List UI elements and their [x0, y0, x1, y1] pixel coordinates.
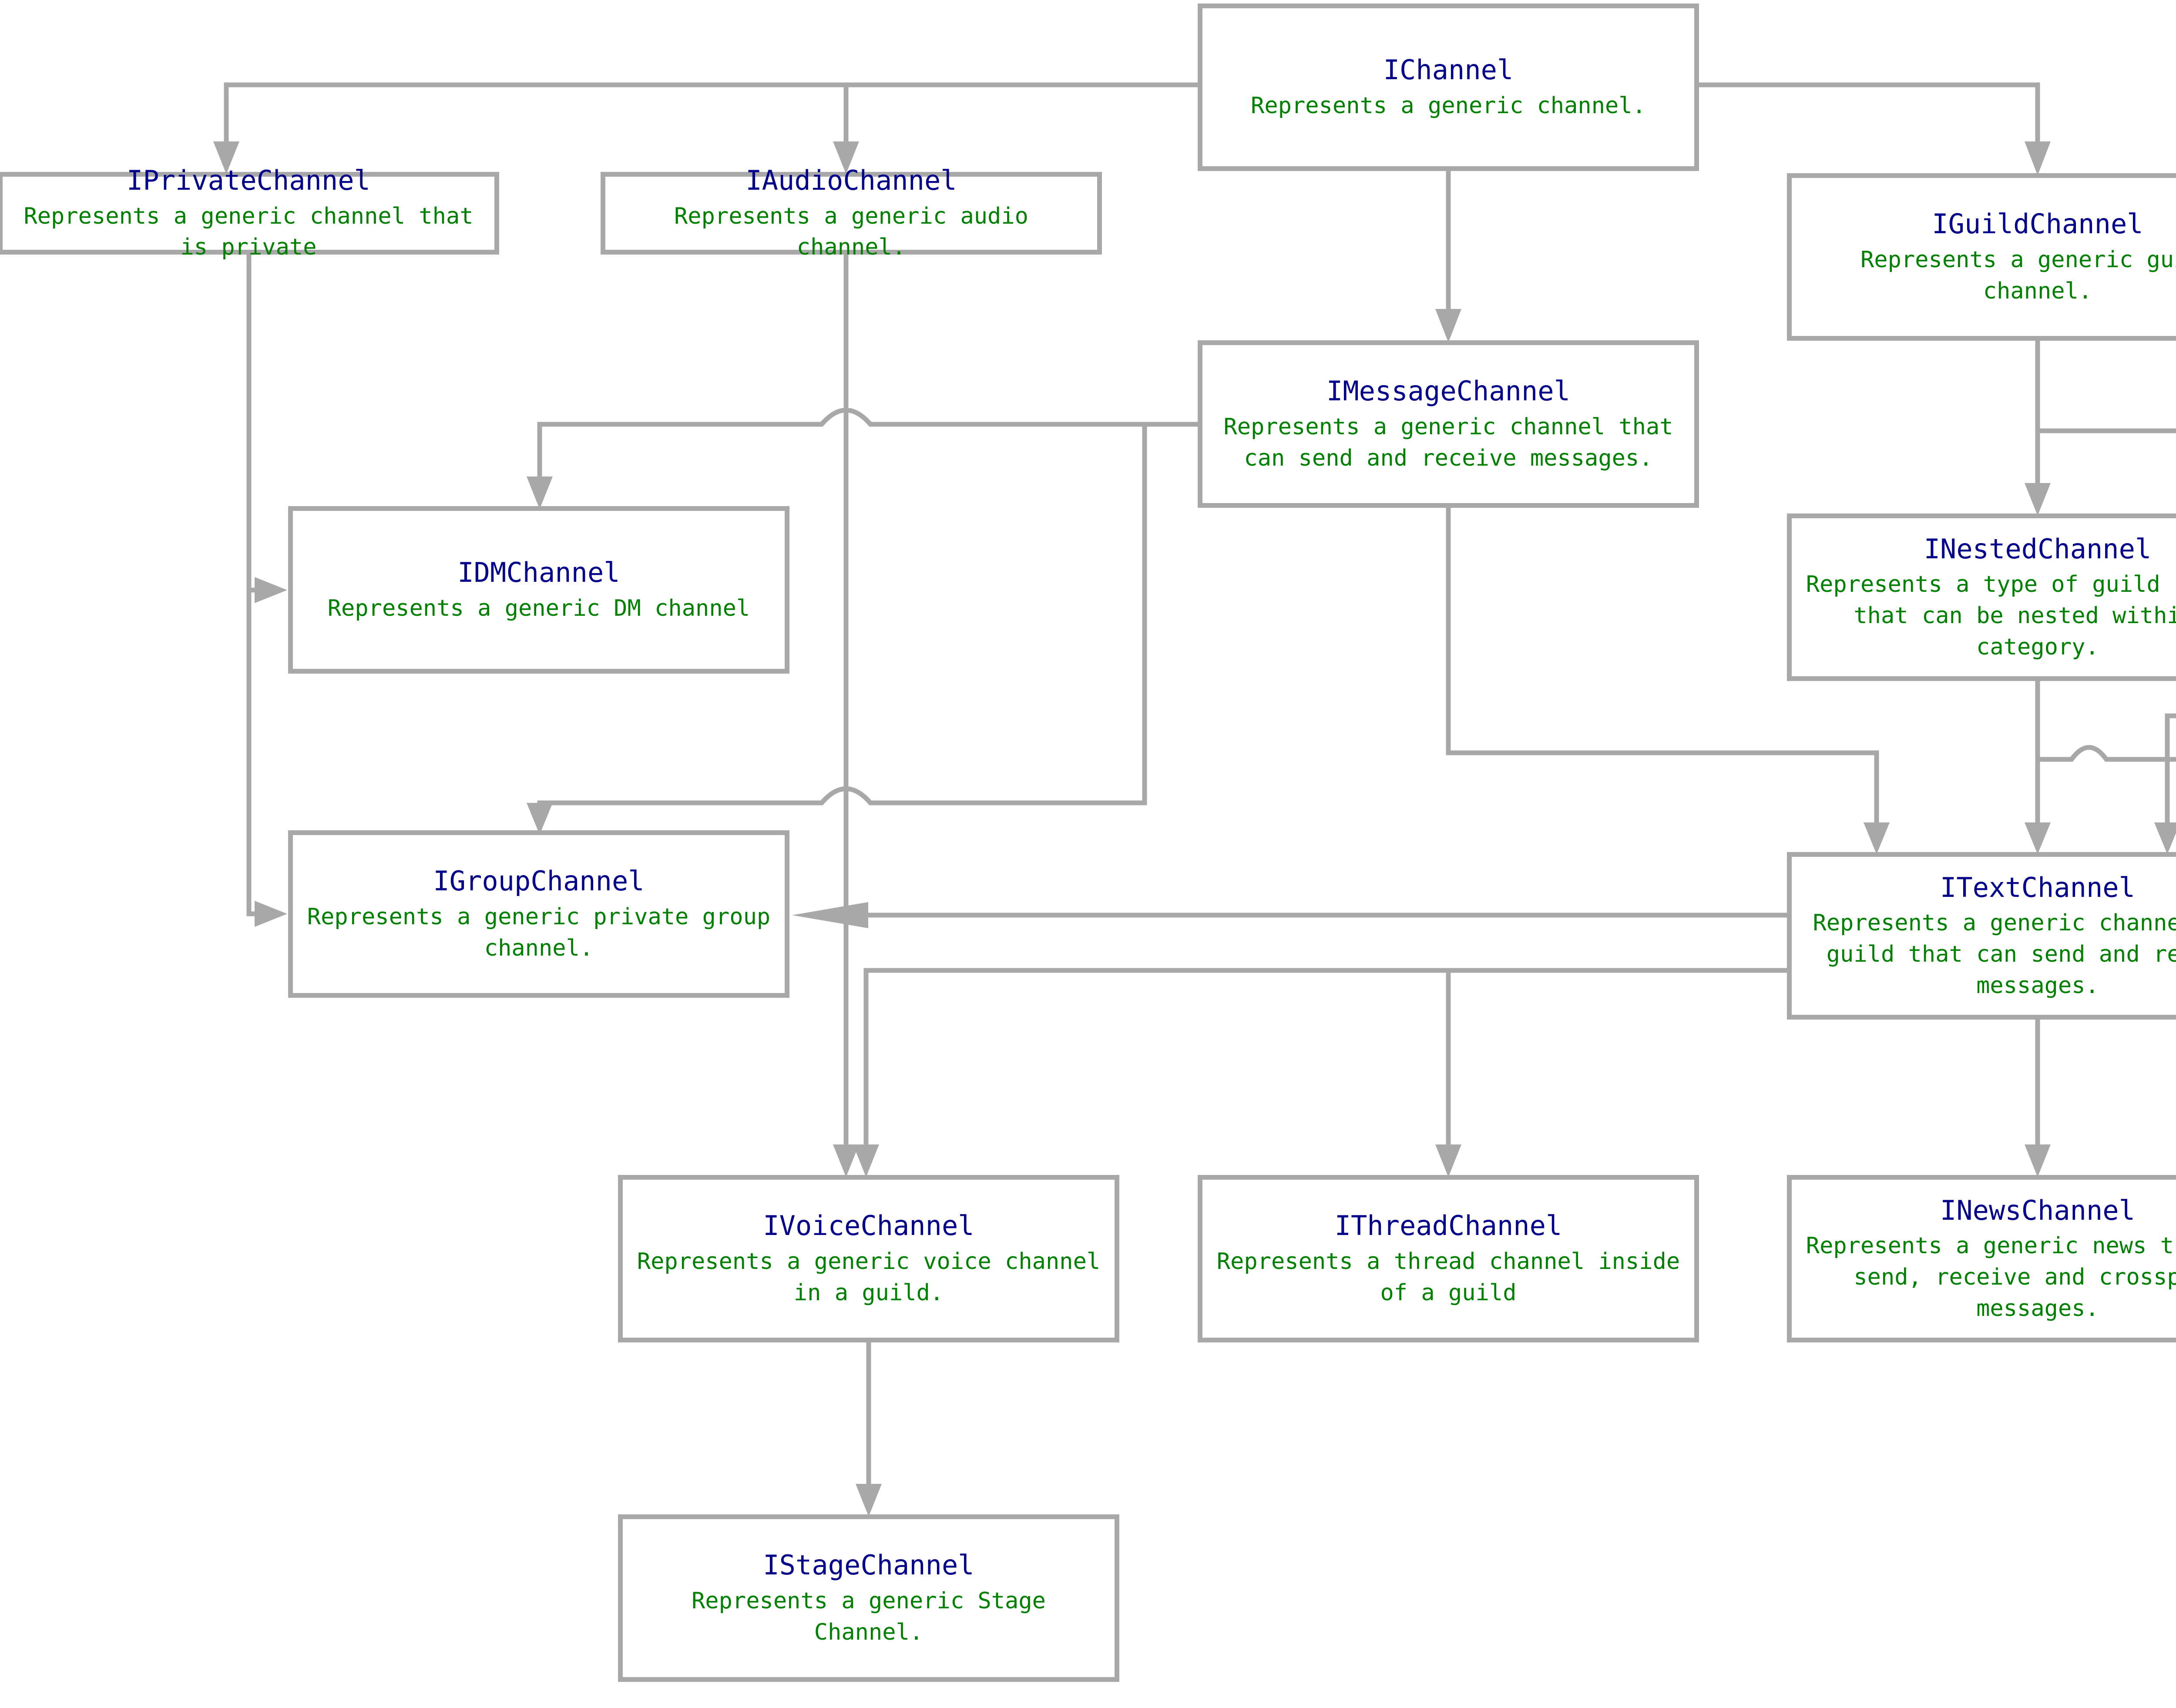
edge-itextchannel-to-ivoicechannel [853, 968, 1787, 1177]
node-iguildchannel[interactable]: IGuildChannel Represents a generic guild… [1787, 173, 2176, 341]
node-description: Represents a generic channel that is pri… [24, 203, 473, 261]
node-inewschannel[interactable]: INewsChannel Represents a generic news t… [1787, 1175, 2176, 1342]
node-title: IGroupChannel [433, 865, 645, 897]
edge-iprivatechannel-to-idmchannel [246, 255, 287, 603]
node-description: Represents a generic guild channel. [1860, 247, 2176, 304]
node-title: INewsChannel [1940, 1194, 2135, 1226]
edge-itextchannel-to-igroupchannel [792, 902, 1787, 928]
edge-iintegrationchannel-to-itextchannel [2154, 713, 2176, 854]
node-description: Represents a generic news that can send,… [1806, 1233, 2176, 1322]
node-description: Represents a generic channel in a guild … [1813, 910, 2176, 999]
node-description: Represents a generic audio channel. [674, 203, 1028, 261]
edge-ichannel-to-imessagechannel [1435, 171, 1461, 342]
node-ithreadchannel[interactable]: IThreadChannel Represents a thread chann… [1198, 1175, 1699, 1342]
node-description: Represents a generic channel. [1251, 92, 1646, 119]
node-title: IThreadChannel [1334, 1210, 1562, 1242]
node-title: IGuildChannel [1932, 208, 2143, 240]
node-title: IAudioChannel [745, 164, 957, 196]
node-iaudiochannel[interactable]: IAudioChannel Represents a generic audio… [601, 164, 1102, 260]
node-title: IMessageChannel [1326, 375, 1570, 407]
edge-iprivatechannel-to-igroupchannel [246, 255, 287, 927]
node-title: IVoiceChannel [763, 1210, 974, 1242]
edge-ichannel-to-iguildchannel [1699, 82, 2051, 175]
node-description: Represents a thread channel inside of a … [1216, 1248, 1680, 1306]
edge-itextchannel-to-ithreadchannel [1435, 968, 1787, 1177]
node-title: ITextChannel [1940, 871, 2135, 903]
node-idmchannel[interactable]: IDMChannel Represents a generic DM chann… [288, 506, 789, 674]
node-ichannel[interactable]: IChannel Represents a generic channel. [1198, 3, 1699, 171]
node-description: Represents a type of guild channel that … [1806, 571, 2176, 660]
node-description: Represents a generic channel that can se… [1223, 414, 1673, 471]
edge-inestedchannel-to-iforumchannel [2035, 681, 2176, 762]
node-description: Represents a generic Stage Channel. [692, 1588, 1046, 1645]
edge-iguildchannel-to-inestedchannel [2025, 341, 2051, 516]
edge-inestedchannel-to-itextchannel [2025, 681, 2051, 854]
node-description: Represents a generic private group chann… [307, 904, 771, 961]
edge-iaudiochannel-to-ivoicechannel [833, 255, 859, 1177]
node-title: IDMChannel [457, 557, 620, 589]
node-istagechannel[interactable]: IStageChannel Represents a generic Stage… [618, 1514, 1119, 1682]
edge-ichannel-to-iaudiochannel [833, 82, 1198, 174]
node-description: Represents a generic voice channel in a … [637, 1248, 1101, 1306]
node-description: Represents a generic DM channel [327, 595, 750, 621]
node-title: IPrivateChannel [127, 164, 370, 196]
node-inestedchannel[interactable]: INestedChannel Represents a type of guil… [1787, 513, 2176, 681]
edge-imessagechannel-to-idmchannel [527, 408, 1198, 509]
node-imessagechannel[interactable]: IMessageChannel Represents a generic cha… [1198, 340, 1699, 508]
node-ivoicechannel[interactable]: IVoiceChannel Represents a generic voice… [618, 1175, 1119, 1342]
node-iprivatechannel[interactable]: IPrivateChannel Represents a generic cha… [0, 164, 499, 260]
edge-ichannel-to-iprivatechannel [213, 82, 1198, 174]
edge-itextchannel-to-inewschannel [2025, 1020, 2051, 1177]
node-title: IStageChannel [763, 1549, 974, 1581]
node-title: IChannel [1383, 54, 1514, 86]
node-title: INestedChannel [1924, 533, 2152, 565]
node-itextchannel[interactable]: ITextChannel Represents a generic channe… [1787, 852, 2176, 1020]
edge-ivoicechannel-to-istagechannel [856, 1342, 882, 1517]
edge-iguildchannel-to-iintegrationchannel [2035, 341, 2176, 433]
node-igroupchannel[interactable]: IGroupChannel Represents a generic priva… [288, 830, 789, 998]
